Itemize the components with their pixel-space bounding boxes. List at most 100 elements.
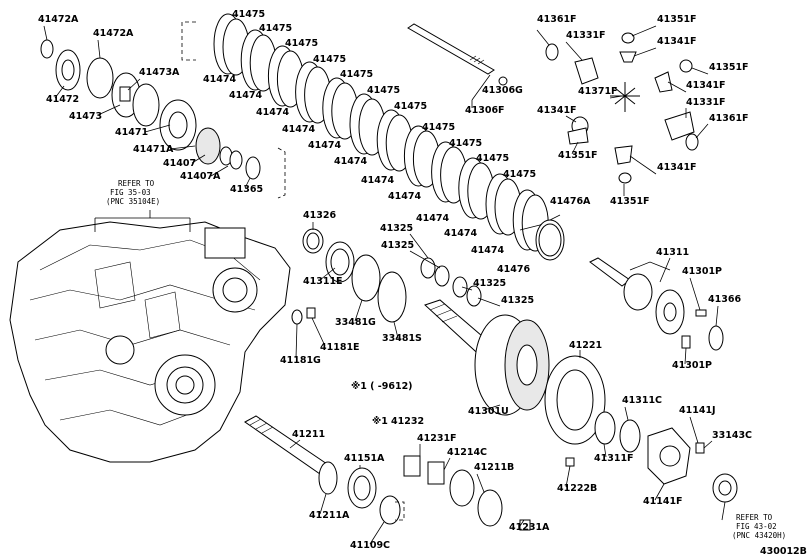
- part-label-41306f: 41306F: [465, 105, 505, 116]
- diagram-id: 430012B: [760, 546, 807, 557]
- part-label-41341f: 41341F: [537, 105, 577, 116]
- refer-case-line3: (PNC 35104E): [106, 197, 160, 206]
- part-label-41471: 41471: [115, 127, 148, 138]
- part-label-41474: 41474: [229, 90, 262, 101]
- part-label-41341f: 41341F: [657, 36, 697, 47]
- part-label-41475: 41475: [340, 69, 373, 80]
- part-label-41371f: 41371F: [578, 86, 618, 97]
- part-label-41301p: 41301P: [682, 266, 722, 277]
- clutch-plate-stack: [213, 13, 549, 252]
- part-label-41325: 41325: [501, 295, 534, 306]
- note1-mark: ※1: [372, 416, 388, 427]
- part-label-41325: 41325: [473, 278, 506, 289]
- part-label-41232: 41232: [391, 416, 424, 427]
- part-label-41311e: 41311E: [303, 276, 343, 287]
- part-label-41351f: 41351F: [657, 14, 697, 25]
- differential-pinions: [545, 32, 699, 184]
- part-label-41151a: 41151A: [344, 453, 385, 464]
- part-label-41311: 41311: [656, 247, 689, 258]
- part-label-41476: 41476: [497, 264, 530, 275]
- part-label-41473a: 41473A: [139, 67, 180, 78]
- part-label-33481s: 33481S: [382, 333, 422, 344]
- differential-case: [589, 257, 724, 351]
- part-label-41351f: 41351F: [709, 62, 749, 73]
- part-label-41474: 41474: [388, 191, 421, 202]
- part-label-41181e: 41181E: [320, 342, 360, 353]
- part-label-41221: 41221: [569, 340, 602, 351]
- intermediate-rings: [291, 228, 482, 325]
- part-label-41476a: 41476A: [550, 196, 591, 207]
- part-label-41109c: 41109C: [350, 540, 390, 551]
- note1-range: ※1 ( -9612): [351, 381, 413, 392]
- part-label-41474: 41474: [203, 74, 236, 85]
- part-label-41181g: 41181G: [280, 355, 321, 366]
- part-label-41311f: 41311F: [594, 453, 634, 464]
- part-label-41366: 41366: [708, 294, 741, 305]
- part-label-41231a: 41231A: [509, 522, 550, 533]
- part-label-41475: 41475: [259, 23, 292, 34]
- part-label-41365: 41365: [230, 184, 263, 195]
- part-label-41222b: 41222B: [557, 483, 597, 494]
- leader-lines: [43, 25, 726, 545]
- part-label-41474: 41474: [334, 156, 367, 167]
- part-label-41211: 41211: [292, 429, 325, 440]
- part-label-41361f: 41361F: [537, 14, 577, 25]
- part-label-41211b: 41211B: [474, 462, 514, 473]
- part-label-41474: 41474: [282, 124, 315, 135]
- refer-bottom-line3: (PNC 43420H): [732, 531, 786, 540]
- part-label-41311c: 41311C: [622, 395, 662, 406]
- part-label-41475: 41475: [422, 122, 455, 133]
- part-label-33143c: 33143C: [712, 430, 752, 441]
- part-label-41474: 41474: [471, 245, 504, 256]
- part-label-41475: 41475: [503, 169, 536, 180]
- part-label-41341f: 41341F: [686, 80, 726, 91]
- part-number-labels: 41472A 41472A 41473A 41472 41473 41471 41471A 4…: [38, 9, 752, 551]
- part-label-41474: 41474: [444, 228, 477, 239]
- part-label-41231f: 41231F: [417, 433, 457, 444]
- part-label-41475: 41475: [367, 85, 400, 96]
- part-label-41475: 41475: [232, 9, 265, 20]
- part-label-41474: 41474: [308, 140, 341, 151]
- input-parts-left: [40, 39, 286, 199]
- part-label-41326: 41326: [303, 210, 336, 221]
- part-label-41475: 41475: [394, 101, 427, 112]
- part-label-41472: 41472: [46, 94, 79, 105]
- part-label-41214c: 41214C: [447, 447, 487, 458]
- part-label-41301u: 41301U: [468, 406, 509, 417]
- refer-case-line1: REFER TO: [118, 179, 155, 188]
- part-label-41331f: 41331F: [686, 97, 726, 108]
- refer-bottom-line1: REFER TO: [736, 513, 773, 522]
- part-label-41306g: 41306G: [482, 85, 523, 96]
- part-label-41475: 41475: [449, 138, 482, 149]
- part-label-41473: 41473: [69, 111, 102, 122]
- shaft-41306f: [407, 23, 508, 108]
- part-label-41331f: 41331F: [566, 30, 606, 41]
- part-label-41211a: 41211A: [309, 510, 350, 521]
- part-label-41474: 41474: [416, 213, 449, 224]
- refer-case-line2: FIG 35-03: [110, 188, 151, 197]
- part-label-41141j: 41141J: [679, 405, 716, 416]
- part-label-41475: 41475: [476, 153, 509, 164]
- part-label-33481g: 33481G: [335, 317, 376, 328]
- part-label-41472a: 41472A: [38, 14, 79, 25]
- transaxle-case: [9, 221, 291, 463]
- part-label-41472a: 41472A: [93, 28, 134, 39]
- part-label-41361f: 41361F: [709, 113, 749, 124]
- part-label-41475: 41475: [285, 38, 318, 49]
- part-label-41301p: 41301P: [672, 360, 712, 371]
- part-label-41325: 41325: [381, 240, 414, 251]
- output-gear-assembly: [424, 299, 606, 445]
- part-label-41351f: 41351F: [610, 196, 650, 207]
- counter-shaft-assembly: [244, 415, 531, 531]
- part-label-41341f: 41341F: [657, 162, 697, 173]
- side-bearing-parts: [565, 411, 738, 503]
- part-label-41474: 41474: [361, 175, 394, 186]
- part-label-41474: 41474: [256, 107, 289, 118]
- part-label-41475: 41475: [313, 54, 346, 65]
- part-label-41325: 41325: [380, 223, 413, 234]
- part-label-41351f: 41351F: [558, 150, 598, 161]
- part-label-41471a: 41471A: [133, 144, 174, 155]
- part-label-41141f: 41141F: [643, 496, 683, 507]
